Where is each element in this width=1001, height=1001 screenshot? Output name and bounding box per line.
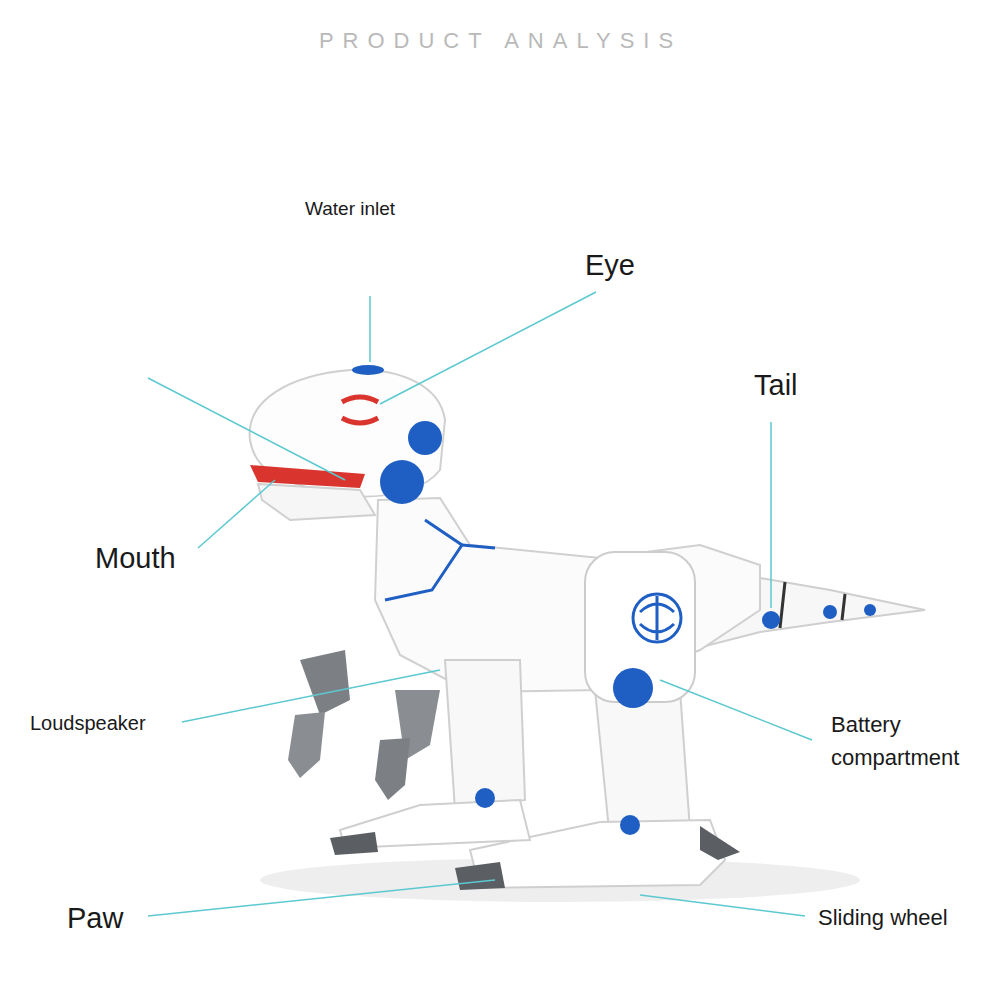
- far-claw: [288, 712, 325, 778]
- leader-line: [380, 292, 596, 404]
- tail-joint: [842, 594, 845, 620]
- part-label: Water inlet: [305, 198, 395, 221]
- jaw: [258, 484, 375, 520]
- tail-knob: [864, 604, 876, 616]
- leader-line: [369, 296, 371, 362]
- leader-line: [770, 422, 772, 608]
- eye: [342, 397, 378, 423]
- part-label: Tail: [754, 368, 798, 403]
- leader-line: [198, 480, 275, 548]
- part-label: Sliding wheel: [818, 905, 948, 931]
- leader-line: [640, 895, 805, 916]
- leader-line: [660, 680, 812, 740]
- part-label: Eye: [585, 248, 635, 283]
- leader-lines: [148, 292, 812, 916]
- body: [375, 498, 760, 692]
- front-toe: [330, 832, 378, 855]
- back-toe: [455, 862, 505, 890]
- foot-knob: [475, 788, 495, 808]
- part-label: Paw: [67, 901, 123, 936]
- tail-knob: [762, 611, 780, 629]
- near-claw: [375, 738, 410, 800]
- leader-line: [148, 378, 345, 480]
- emblem-mark: [640, 596, 674, 640]
- water-inlet: [352, 365, 384, 375]
- far-arm: [300, 650, 350, 715]
- foot-knob: [620, 815, 640, 835]
- part-label: Loudspeaker: [30, 711, 146, 735]
- back-claw: [700, 826, 740, 860]
- battery-cap: [613, 668, 653, 708]
- tail-joint: [780, 582, 785, 628]
- chest-stripe: [385, 520, 462, 600]
- back-leg: [595, 690, 690, 840]
- page-title: PRODUCT ANALYSIS: [319, 28, 682, 54]
- head-knob: [408, 421, 442, 455]
- jaw-hinge: [380, 460, 424, 504]
- leader-line: [182, 670, 440, 722]
- tail-knob: [823, 605, 837, 619]
- leader-line: [148, 880, 495, 916]
- part-label: Mouth: [95, 541, 176, 576]
- part-label: Battery compartment: [831, 708, 996, 774]
- emblem: [633, 594, 681, 642]
- chest-stripe: [462, 545, 495, 548]
- front-leg: [445, 660, 525, 810]
